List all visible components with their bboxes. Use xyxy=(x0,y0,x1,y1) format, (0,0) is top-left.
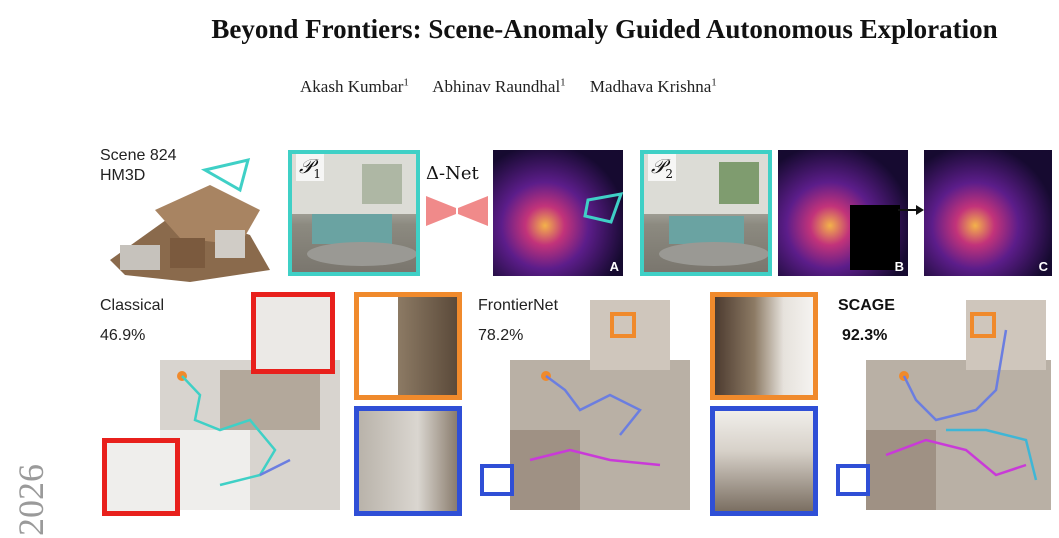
author-1: Akash Kumbar1 xyxy=(300,76,409,96)
anomaly-map-a: A xyxy=(493,150,623,276)
frontiernet-inset-orange xyxy=(354,292,462,400)
author-3: Madhava Krishna1 xyxy=(589,76,717,96)
method-frontiernet-coverage: 78.2% xyxy=(478,327,524,344)
method-classical-label: Classical xyxy=(100,297,165,314)
scage-inset-blue xyxy=(710,406,818,516)
panel-c-label: C xyxy=(1038,259,1048,274)
side-year: 2026 xyxy=(11,464,51,536)
view-p2-image: 𝒫2 xyxy=(640,150,772,276)
scage-map xyxy=(836,300,1051,510)
classical-inset-top xyxy=(251,292,335,374)
panel-a-label: A xyxy=(609,259,619,274)
method-scage-coverage: 92.3% xyxy=(842,327,888,344)
frontiernet-inset-blue xyxy=(354,406,462,516)
method-classical-coverage: 46.9% xyxy=(100,327,146,344)
classical-inset-bottom xyxy=(102,438,180,516)
paper-title: Beyond Frontiers: Scene-Anomaly Guided A… xyxy=(211,14,998,44)
scene-label: Scene 824 HM3D xyxy=(100,147,177,184)
scage-inset-orange xyxy=(710,292,818,400)
delta-net-bowtie-icon xyxy=(426,196,488,226)
scene-3d-render xyxy=(110,157,270,282)
anomaly-map-c: C xyxy=(924,150,1052,276)
p2-label: 𝒫2 xyxy=(648,154,677,181)
p1-label: 𝒫1 xyxy=(296,154,325,181)
author-2: Abhinav Raundhal1 xyxy=(432,76,566,96)
delta-net-label: Δ-Net xyxy=(426,163,479,184)
author-list: Akash Kumbar1 Abhinav Raundhal1 Madhava … xyxy=(300,76,737,97)
arrow-right-icon xyxy=(898,205,924,215)
camera-frustum-icon xyxy=(200,157,251,193)
view-p1-image: 𝒫1 xyxy=(288,150,420,276)
anomaly-map-b: B xyxy=(778,150,908,276)
method-scage-label: SCAGE xyxy=(838,297,895,314)
frontiernet-map xyxy=(480,300,690,510)
panel-b-label: B xyxy=(894,259,904,274)
method-frontiernet-label: FrontierNet xyxy=(478,297,559,314)
